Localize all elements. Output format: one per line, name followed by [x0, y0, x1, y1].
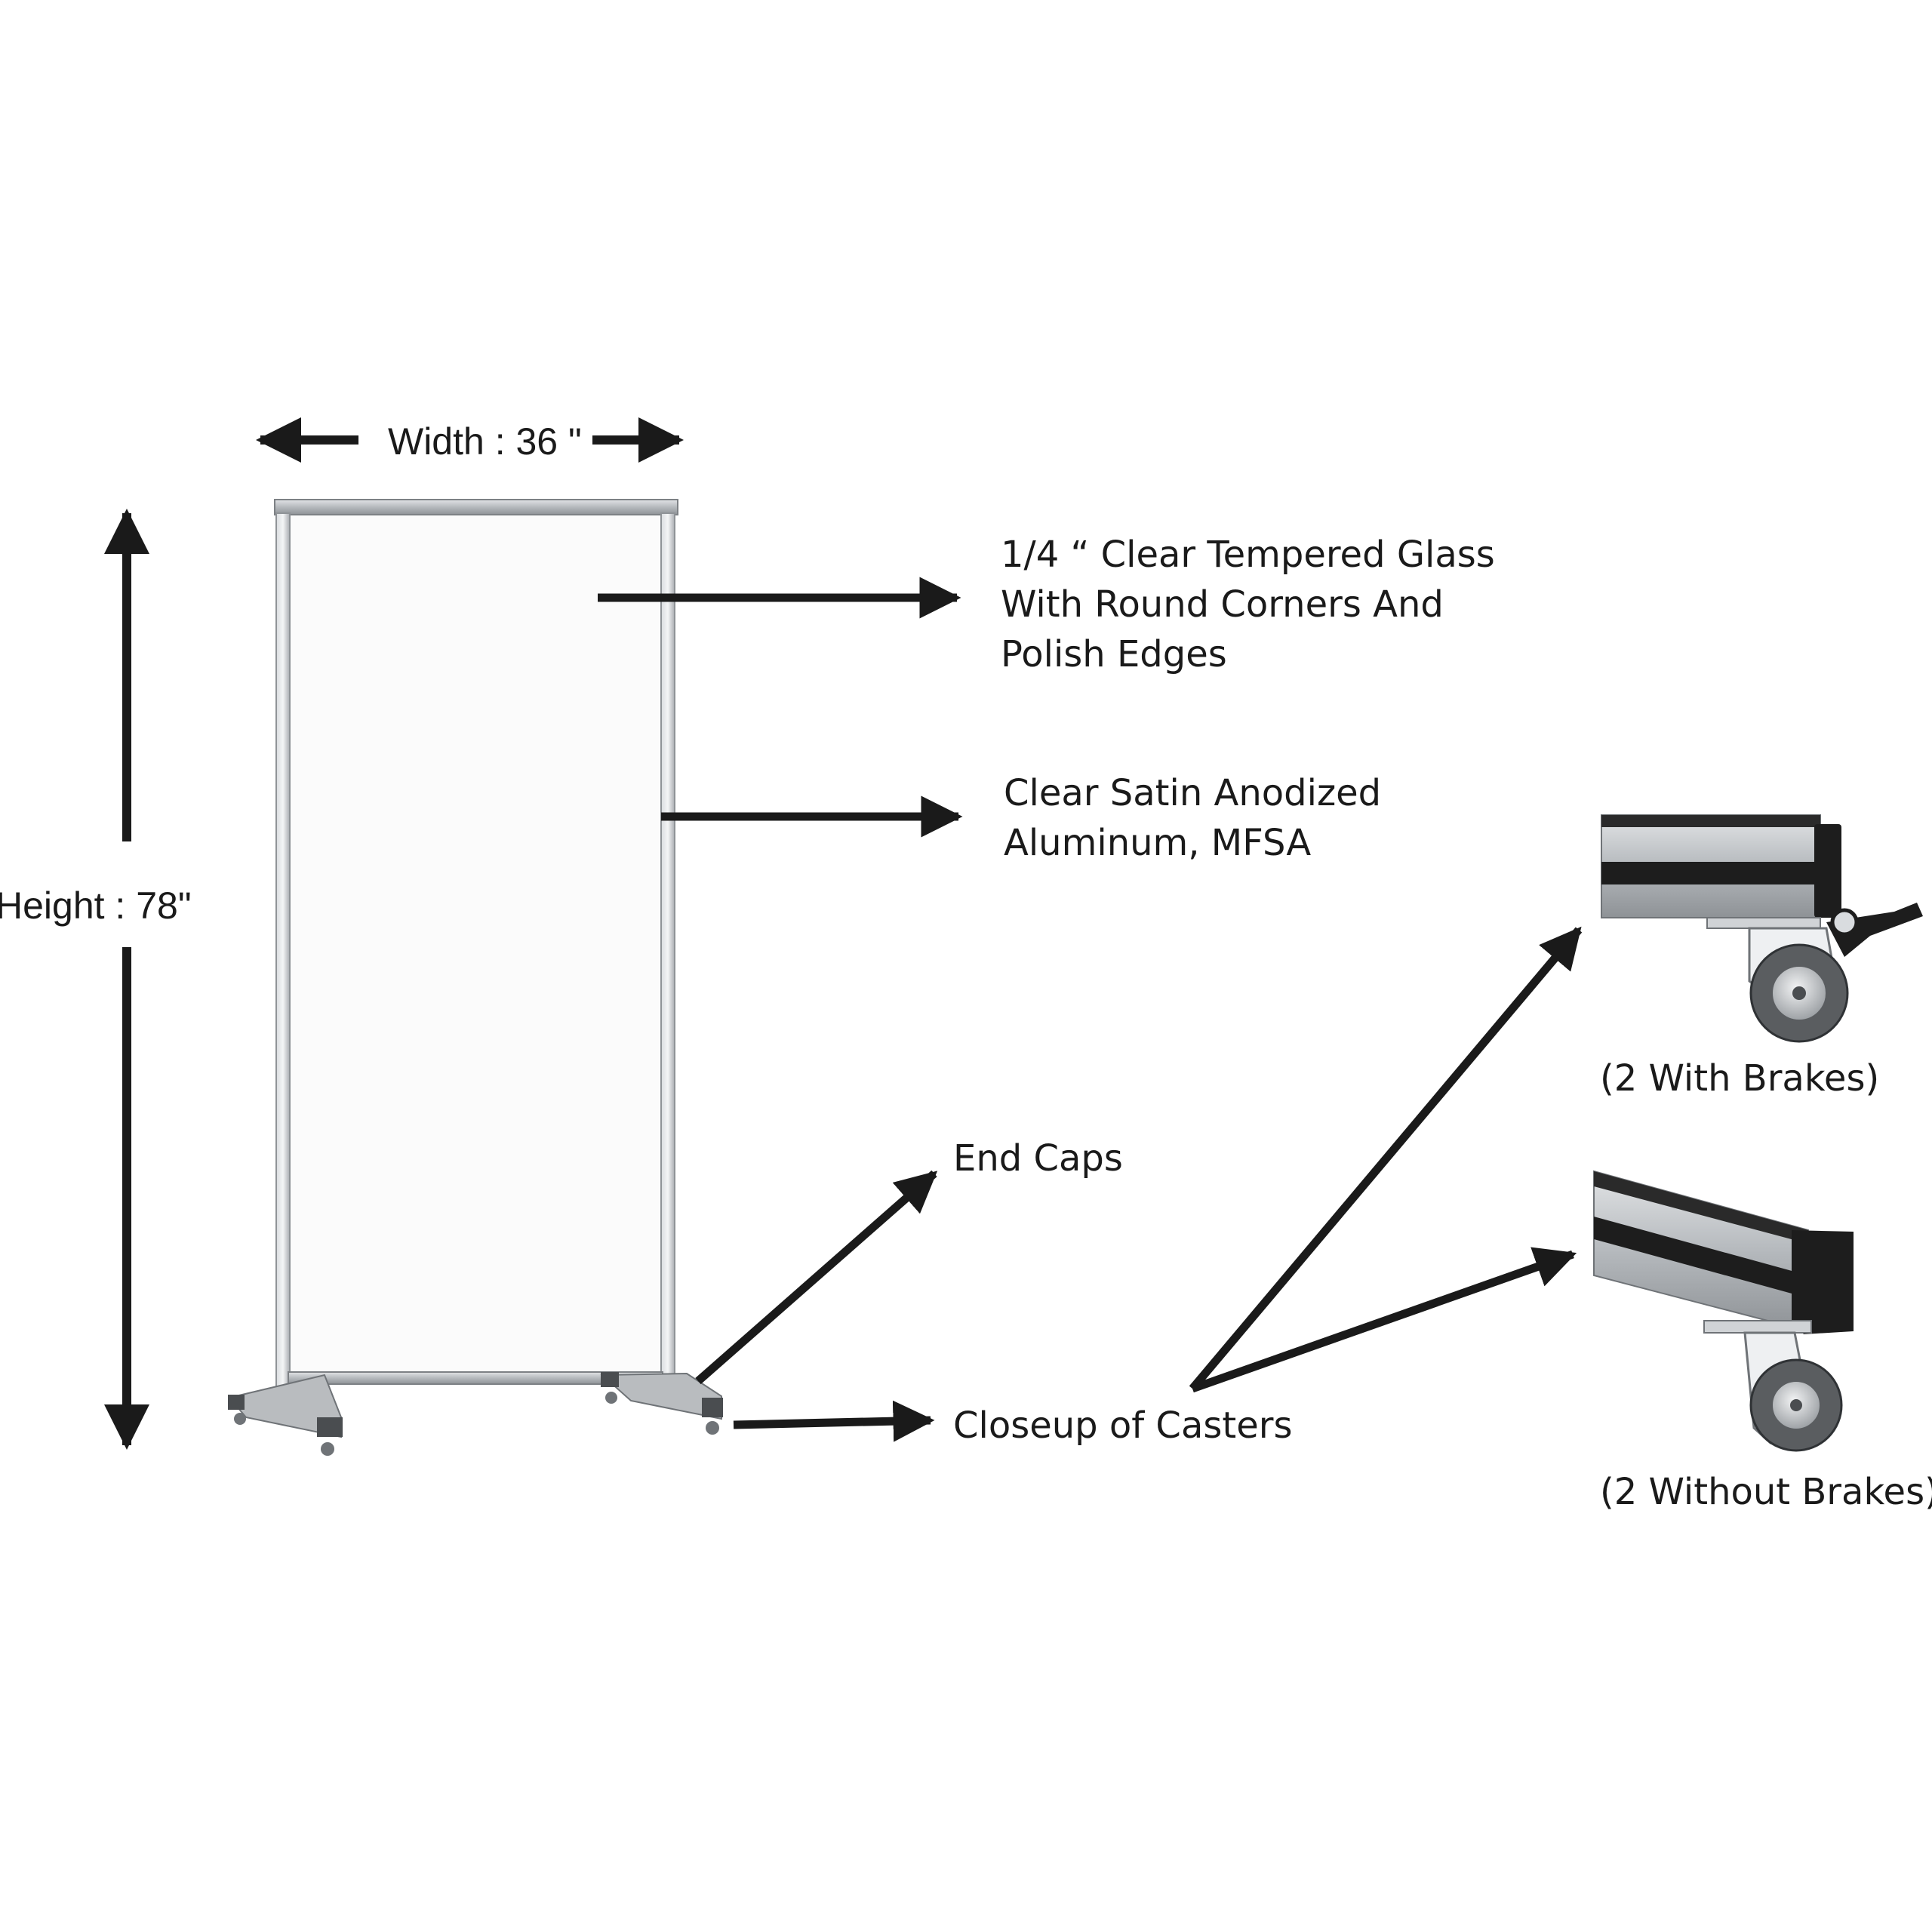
top-rail — [274, 499, 678, 515]
nobrake-rail-end-cap — [1792, 1230, 1854, 1334]
left-end-cap-front — [317, 1417, 343, 1437]
without-brakes-label: (2 Without Brakes) — [1600, 1471, 1932, 1513]
end-caps-label: End Caps — [953, 1137, 1123, 1180]
right-end-cap-front — [702, 1398, 723, 1417]
glass-panel — [288, 512, 663, 1376]
caster-closeup-without-brakes — [1593, 1170, 1854, 1452]
with-brakes-label: (2 With Brakes) — [1600, 1057, 1880, 1100]
brake-pivot — [1830, 908, 1859, 937]
aluminum-callout-line-2: Aluminum, MFSA — [1004, 822, 1312, 864]
end-caps-callout-arrow — [695, 1170, 938, 1385]
right-end-cap-back — [601, 1372, 619, 1387]
nobrake-caster-mount — [1703, 1320, 1812, 1334]
glass-callout-text: 1/4 “ Clear Tempered Glass With Round Co… — [1001, 530, 1495, 679]
brake-rail-black-stripe — [1601, 862, 1820, 884]
casters-label: Closeup of Casters — [953, 1404, 1293, 1447]
brake-caster-axle — [1792, 986, 1806, 1000]
callout-arrows — [598, 577, 1583, 1442]
nobrake-caster-axle — [1790, 1399, 1802, 1411]
left-caster-back — [234, 1413, 246, 1425]
caster-closeup-with-brakes — [1601, 814, 1923, 1043]
right-caster-back — [605, 1392, 617, 1404]
nobrake-rail-black-stripe — [1594, 1217, 1808, 1298]
brake-pedal — [1826, 903, 1923, 957]
brake-rail-end-cap — [1814, 824, 1841, 918]
casters-callout-arrow — [733, 1400, 935, 1442]
left-end-cap-back — [228, 1395, 245, 1410]
casters-to-brake-closeup-arrow — [1189, 926, 1583, 1392]
casters-to-nobrake-closeup-arrow — [1191, 1247, 1577, 1393]
aluminum-callout-line-1: Clear Satin Anodized — [1004, 772, 1382, 814]
width-label: Width : 36 " — [388, 420, 582, 463]
right-post — [660, 512, 675, 1393]
right-caster-front — [706, 1421, 719, 1435]
left-post — [275, 512, 291, 1393]
height-label: Height : 78" — [0, 884, 192, 927]
glass-callout-line-2: With Round Corners And — [1001, 583, 1444, 626]
glass-callout-line-3: Polish Edges — [1001, 633, 1227, 675]
glass-partition-illustration — [228, 499, 723, 1456]
left-caster-front — [321, 1442, 334, 1456]
brake-rail-top-edge — [1601, 815, 1820, 827]
nobrake-rail-top-edge — [1594, 1171, 1808, 1244]
glass-callout-line-1: 1/4 “ Clear Tempered Glass — [1001, 534, 1495, 576]
brake-caster-mount — [1706, 917, 1821, 929]
aluminum-callout-text: Clear Satin Anodized Aluminum, MFSA — [1004, 768, 1381, 868]
